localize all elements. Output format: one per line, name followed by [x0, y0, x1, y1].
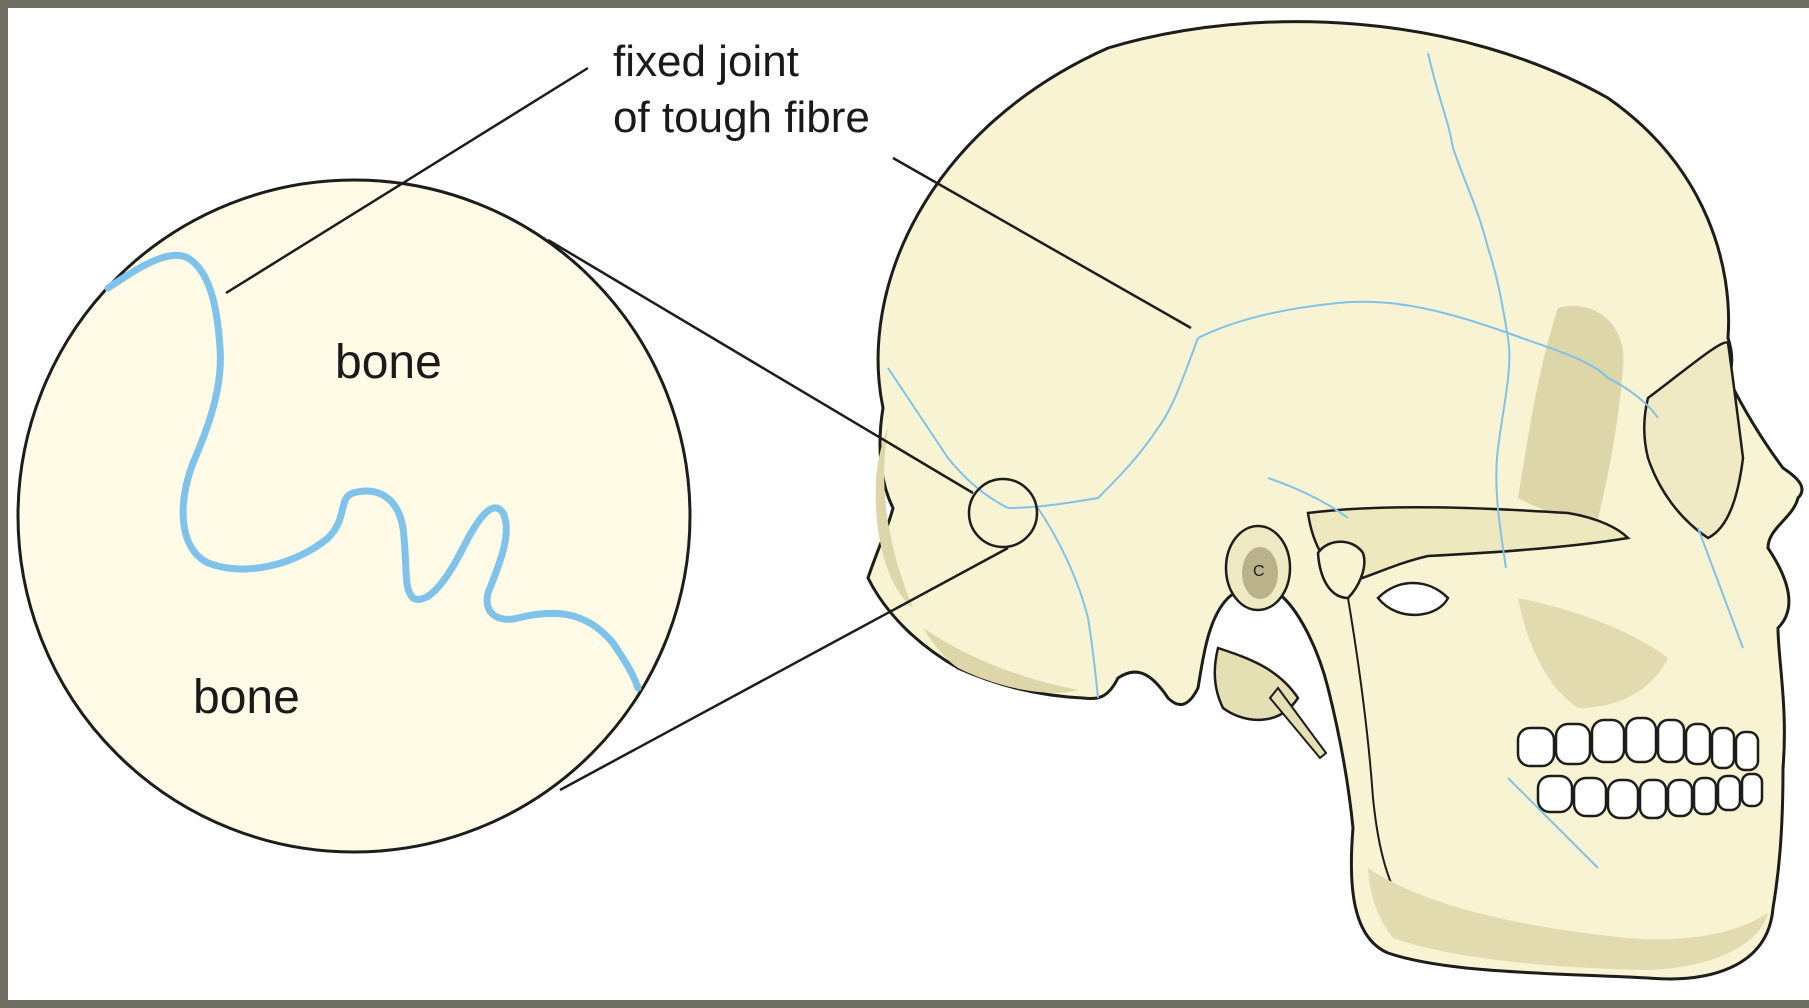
svg-text:C: C: [1253, 563, 1265, 580]
ear-canal: C: [1226, 526, 1290, 610]
joint-label-line1: fixed joint: [613, 37, 799, 86]
bone-bottom-label: bone: [193, 671, 300, 724]
bone-top-label: bone: [335, 336, 442, 389]
skull-suture-diagram: C: [8, 8, 1809, 1000]
skull-illustration-icon: C: [868, 22, 1802, 979]
diagram-canvas: C: [8, 8, 1809, 1000]
joint-label-line2: of tough fibre: [613, 93, 870, 142]
skull-outline: [868, 22, 1802, 979]
magnified-suture-icon: [18, 180, 690, 852]
